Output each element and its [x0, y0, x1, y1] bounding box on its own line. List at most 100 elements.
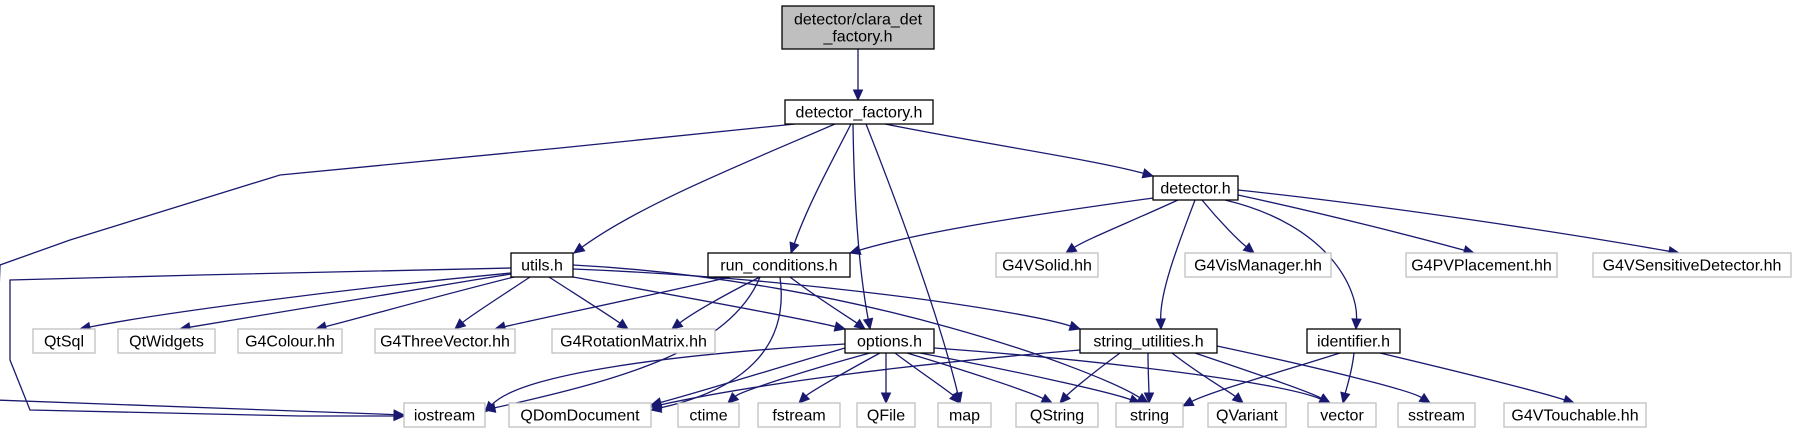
edge-arrowhead — [1040, 393, 1054, 404]
node-utils[interactable]: utils.h — [510, 252, 574, 278]
node-g4colour[interactable]: G4Colour.hh — [237, 328, 343, 354]
node-strutil[interactable]: string_utilities.h — [1079, 328, 1218, 354]
edge-arrowhead — [1155, 318, 1166, 331]
edge-arrowhead — [1181, 396, 1195, 407]
node-box — [510, 252, 574, 278]
node-box — [551, 328, 716, 354]
edge-strutil-to-sstream — [1216, 345, 1432, 404]
edge-arrowhead — [484, 400, 496, 413]
edge-arrowhead — [1059, 391, 1072, 404]
edge-line — [734, 352, 871, 397]
edge-runcond-to-options — [789, 276, 866, 330]
edge-line — [1216, 345, 1422, 399]
edge-options-to-map — [894, 352, 961, 404]
edge-detector-to-g4vsensdet — [1237, 189, 1681, 257]
node-box — [844, 328, 935, 354]
node-factory[interactable]: detector_factory.h — [784, 99, 934, 125]
node-g4vtouch[interactable]: G4VTouchable.hh — [1503, 402, 1647, 428]
edge-line — [793, 123, 852, 244]
edge-line — [1379, 352, 1565, 401]
edge-arrowhead — [1242, 242, 1255, 254]
edges-layer — [0, 48, 1681, 422]
node-string[interactable]: string — [1115, 402, 1184, 428]
edge-line — [9, 267, 512, 417]
node-runcond[interactable]: run_conditions.h — [707, 252, 851, 278]
edge-arrowhead — [1068, 320, 1082, 331]
node-clara[interactable]: detector/clara_det_factory.h — [781, 5, 935, 50]
edge-arrowhead — [948, 391, 961, 404]
node-ctime[interactable]: ctime — [677, 402, 740, 428]
node-sstream[interactable]: sstream — [1397, 402, 1476, 428]
edge-line — [0, 123, 796, 416]
node-label: options.h — [857, 334, 922, 351]
node-label: string — [1130, 408, 1169, 425]
edge-runcond-to-g4threevec — [493, 276, 731, 332]
edge-line — [1160, 199, 1196, 320]
edge-utils-to-options — [572, 276, 847, 332]
edge-arrowhead — [853, 318, 866, 330]
node-g4threevec[interactable]: G4ThreeVector.hh — [374, 328, 516, 354]
node-box — [1306, 328, 1401, 354]
node-vector[interactable]: vector — [1307, 402, 1377, 428]
edge-line — [789, 276, 858, 324]
node-detector[interactable]: detector.h — [1152, 175, 1239, 201]
node-label: G4VSensitiveDetector.hh — [1603, 258, 1782, 275]
node-box — [1015, 402, 1099, 428]
node-g4vismgr[interactable]: G4VisManager.hh — [1184, 252, 1332, 278]
edge-utils-to-g4threevec — [454, 276, 531, 330]
edge-line — [933, 347, 1322, 400]
edge-line — [865, 123, 959, 394]
edge-arrowhead — [1065, 242, 1078, 254]
node-g4vsensdet[interactable]: G4VSensitiveDetector.hh — [1592, 252, 1792, 278]
edge-strutil-to-qstring — [1059, 352, 1121, 404]
edge-arrowhead — [833, 321, 847, 332]
edge-options-to-qfile — [880, 353, 892, 405]
node-label: detector_factory.h — [796, 105, 923, 122]
edge-arrowhead — [1141, 168, 1155, 179]
node-qvariant[interactable]: QVariant — [1207, 402, 1287, 428]
edge-line — [906, 352, 1044, 400]
node-label: fstream — [772, 408, 825, 425]
node-g4vsolid[interactable]: G4VSolid.hh — [995, 252, 1099, 278]
node-label: identifier.h — [1317, 334, 1390, 351]
node-label: string_utilities.h — [1093, 334, 1203, 351]
edge-arrowhead — [454, 318, 467, 330]
node-label: ctime — [689, 408, 727, 425]
node-map[interactable]: map — [937, 402, 992, 428]
node-label: vector — [1320, 408, 1364, 425]
edge-factory-to-iostream — [0, 123, 796, 420]
edge-identifier-to-string — [1181, 352, 1341, 407]
edge-line — [491, 343, 846, 406]
edge-line — [572, 276, 836, 328]
node-label: QVariant — [1216, 408, 1279, 425]
edge-strutil-to-qvariant — [1171, 352, 1244, 404]
edge-utils-to-qtsql — [78, 272, 512, 333]
node-label: sstream — [1408, 408, 1465, 425]
node-qtsql[interactable]: QtSql — [32, 328, 96, 354]
node-label: QString — [1030, 408, 1084, 425]
node-box — [856, 402, 916, 428]
node-qstring[interactable]: QString — [1015, 402, 1099, 428]
edge-utils-to-strutil — [572, 268, 1082, 331]
node-options[interactable]: options.h — [844, 328, 935, 354]
node-iostream[interactable]: iostream — [403, 402, 486, 428]
node-label: detector/clara_det — [794, 12, 923, 29]
edge-line — [325, 276, 515, 328]
edge-line — [1191, 352, 1341, 402]
node-g4rotmat[interactable]: G4RotationMatrix.hh — [551, 328, 716, 354]
node-label: _factory.h — [822, 29, 892, 46]
node-g4pvplace[interactable]: G4PVPlacement.hh — [1405, 252, 1558, 278]
edge-line — [1237, 189, 1670, 252]
edge-line — [1201, 199, 1247, 248]
edge-arrowhead — [1318, 393, 1332, 404]
node-box — [937, 402, 992, 428]
node-box — [1207, 402, 1287, 428]
node-fstream[interactable]: fstream — [757, 402, 841, 428]
edge-factory-to-options — [852, 123, 874, 331]
node-label: run_conditions.h — [720, 258, 837, 275]
node-qfile[interactable]: QFile — [856, 402, 916, 428]
node-identifier[interactable]: identifier.h — [1306, 328, 1401, 354]
node-qtwidgets[interactable]: QtWidgets — [117, 328, 216, 354]
node-qdomdoc[interactable]: QDomDocument — [508, 402, 652, 428]
